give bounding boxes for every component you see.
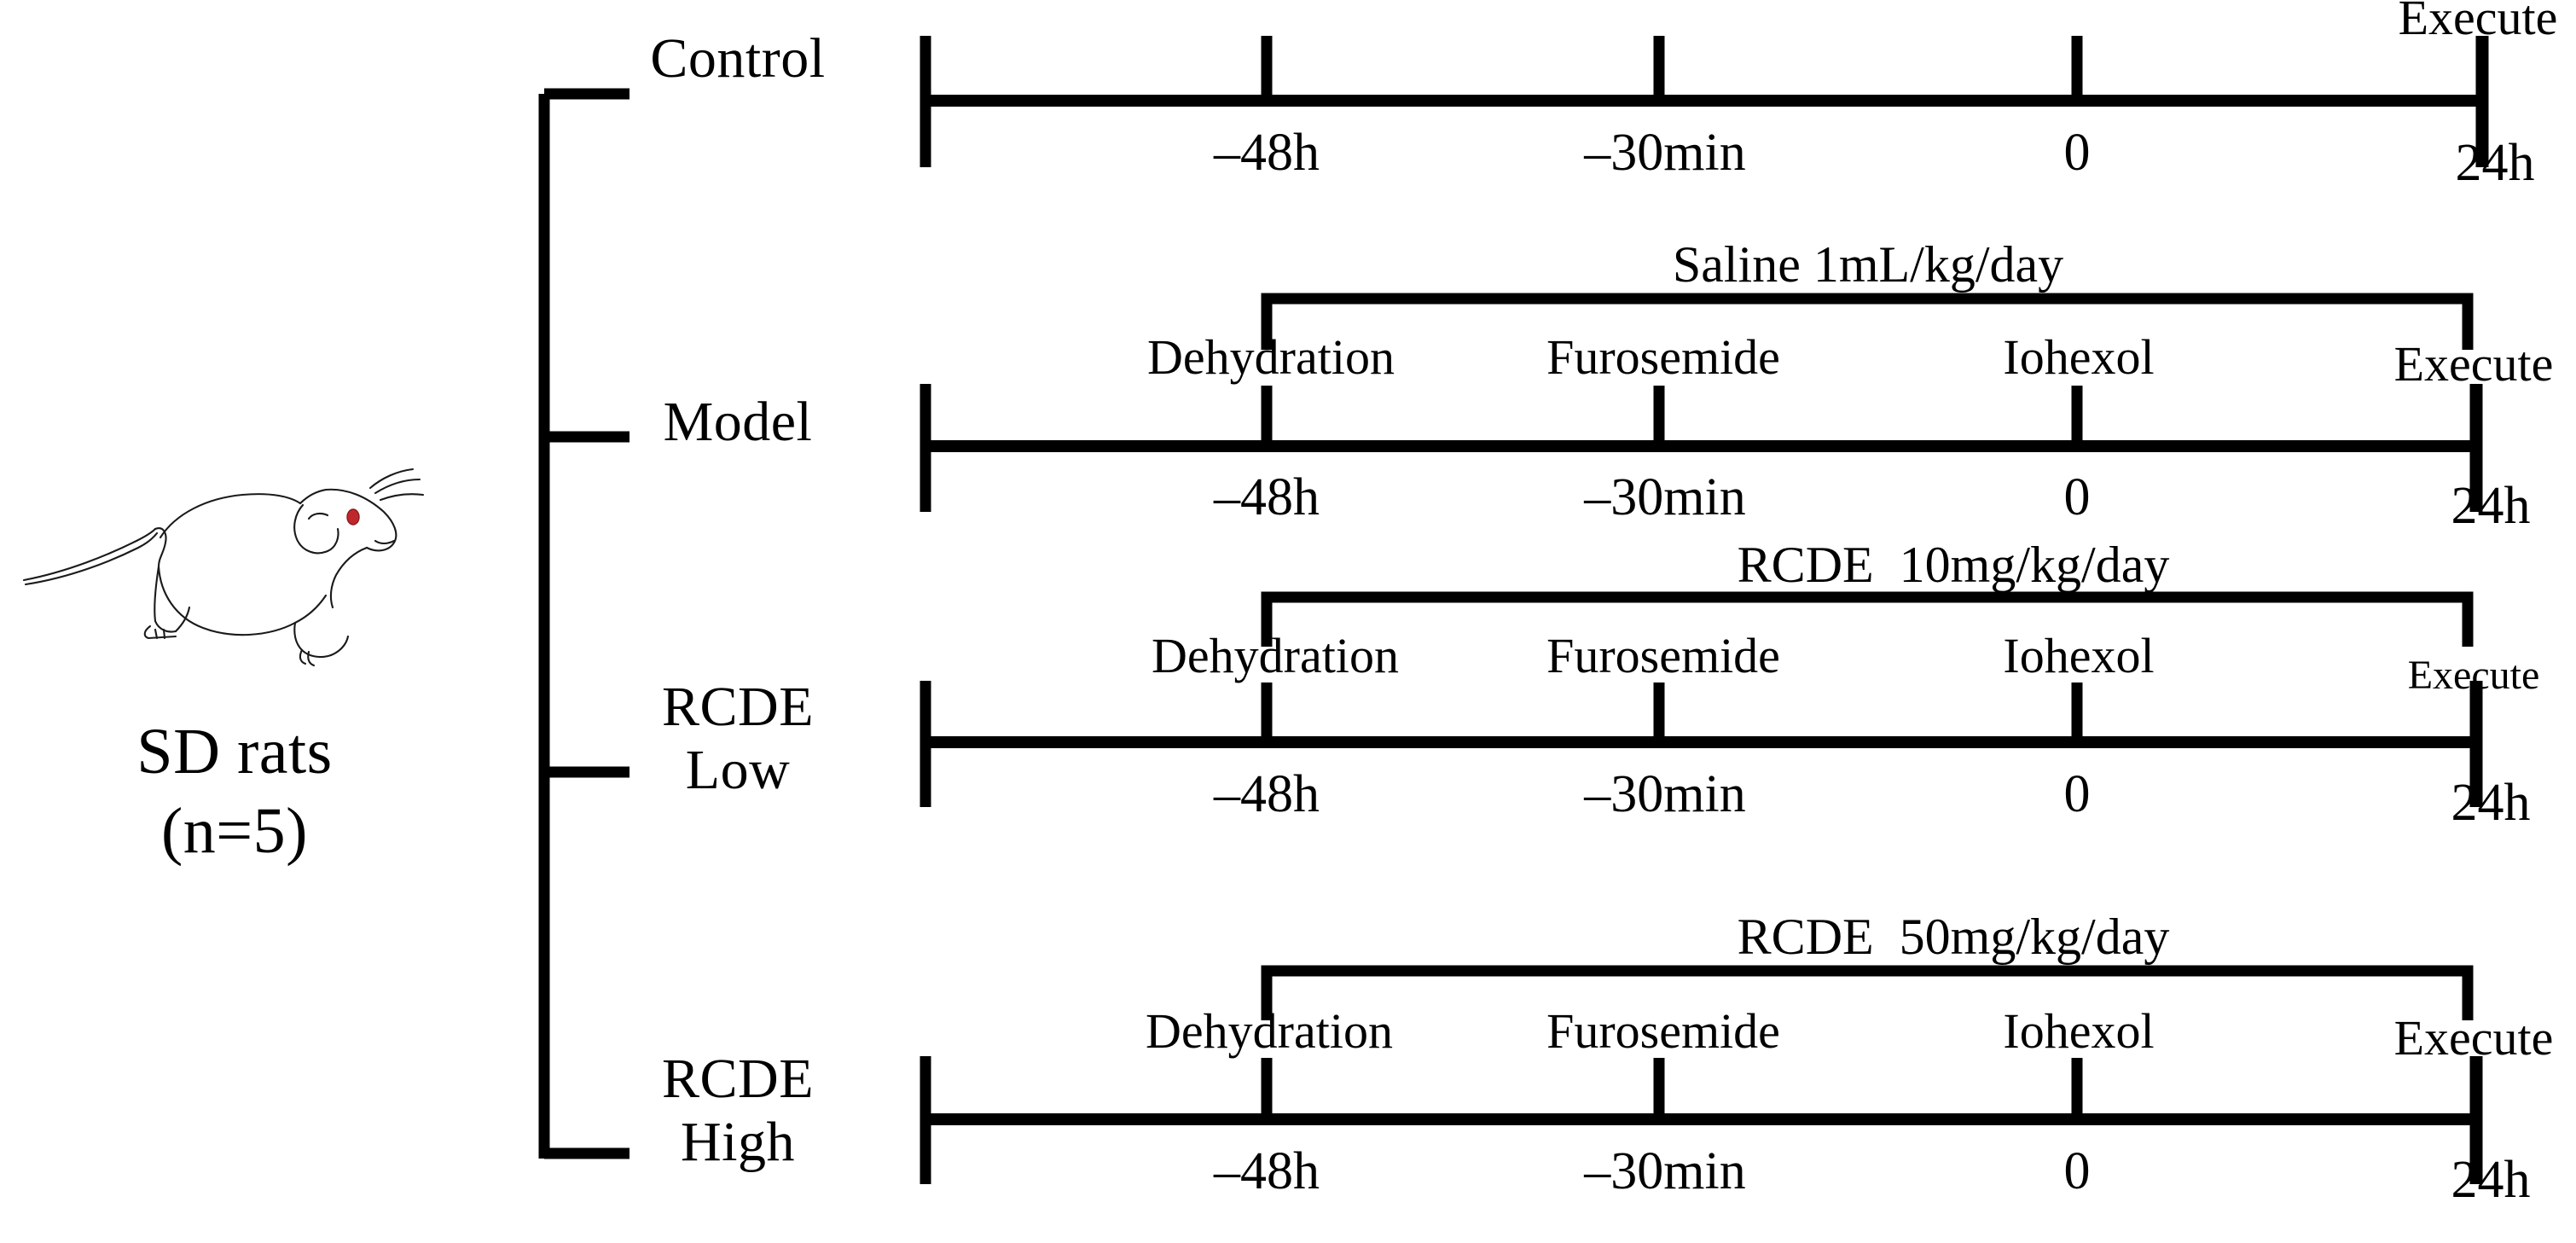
tick-label-24h: 24h — [2451, 477, 2531, 535]
axis-rcde-high — [920, 965, 2483, 1184]
animal-caption: SD rats (n=5) — [34, 712, 435, 870]
timeline-row-model: Model Saline 1mL/kg/day Dehydration Furo… — [0, 222, 2576, 535]
event-label-furosemide: Furosemide — [1546, 329, 1780, 385]
group-label-line-2: Low — [685, 738, 791, 801]
axis-model — [920, 293, 2483, 512]
axis-control — [920, 36, 2489, 167]
tick-label-minus-30min: –30min — [1584, 1142, 1746, 1200]
event-label-iohexol: Iohexol — [2003, 329, 2155, 385]
tick-label-minus-48h: –48h — [1214, 124, 1320, 182]
treatment-label-rcde-low: RCDE 10mg/kg/day — [1737, 537, 2170, 593]
event-label-iohexol: Iohexol — [2003, 628, 2155, 683]
animal-caption-line-2: (n=5) — [161, 794, 308, 867]
group-brace — [520, 77, 674, 1177]
event-label-iohexol: Iohexol — [2003, 1003, 2155, 1059]
tick-label-zero: 0 — [2063, 124, 2091, 182]
rat-eye-icon — [346, 508, 360, 526]
group-label-model: Model — [597, 391, 879, 454]
event-label-dehydration: Dehydration — [1152, 628, 1399, 683]
group-label-line-1: Model — [663, 391, 813, 453]
axis-rcde-low — [920, 591, 2483, 807]
tick-label-minus-48h: –48h — [1214, 765, 1320, 823]
group-label-rcde-low: RCDE Low — [597, 676, 879, 802]
tick-label-zero: 0 — [2063, 765, 2091, 823]
group-label-rcde-high: RCDE High — [597, 1048, 879, 1174]
timeline-row-control: Control Execute –48h –30min 0 24h — [0, 0, 2576, 222]
group-label-line-1: RCDE — [661, 676, 815, 738]
event-label-furosemide: Furosemide — [1546, 628, 1780, 683]
tick-label-24h: 24h — [2451, 1151, 2531, 1209]
tick-label-zero: 0 — [2063, 468, 2091, 526]
tick-label-zero: 0 — [2063, 1142, 2091, 1200]
event-label-dehydration: Dehydration — [1146, 1003, 1393, 1059]
tick-label-minus-30min: –30min — [1584, 124, 1746, 182]
event-label-execute: Execute — [2398, 0, 2558, 45]
timeline-row-rcde-low: RCDE Low RCDE 10mg/kg/day Dehydration Fu… — [0, 529, 2576, 862]
tick-label-minus-30min: –30min — [1584, 468, 1746, 526]
tick-label-minus-30min: –30min — [1584, 765, 1746, 823]
event-label-execute: Execute — [2393, 336, 2554, 392]
tick-label-minus-48h: –48h — [1214, 1142, 1320, 1200]
group-label-line-1: RCDE — [661, 1048, 815, 1110]
event-label-execute: Execute — [2393, 1010, 2554, 1066]
group-label-line-1: Control — [650, 27, 826, 90]
treatment-label-rcde-high: RCDE 50mg/kg/day — [1737, 909, 2170, 965]
timeline-row-rcde-high: RCDE High RCDE 50mg/kg/day Dehydration F… — [0, 862, 2576, 1243]
group-label-line-2: High — [681, 1110, 795, 1173]
tick-label-24h: 24h — [2455, 134, 2535, 192]
tick-label-minus-48h: –48h — [1214, 468, 1320, 526]
animal-caption-line-1: SD rats — [136, 716, 333, 787]
group-label-control: Control — [597, 27, 879, 90]
event-label-dehydration: Dehydration — [1147, 329, 1395, 385]
event-label-furosemide: Furosemide — [1546, 1003, 1780, 1059]
treatment-label-saline: Saline 1mL/kg/day — [1672, 236, 2064, 293]
event-label-execute: Execute — [2407, 653, 2540, 698]
tick-label-24h: 24h — [2451, 774, 2531, 832]
rat-icon — [9, 452, 452, 682]
